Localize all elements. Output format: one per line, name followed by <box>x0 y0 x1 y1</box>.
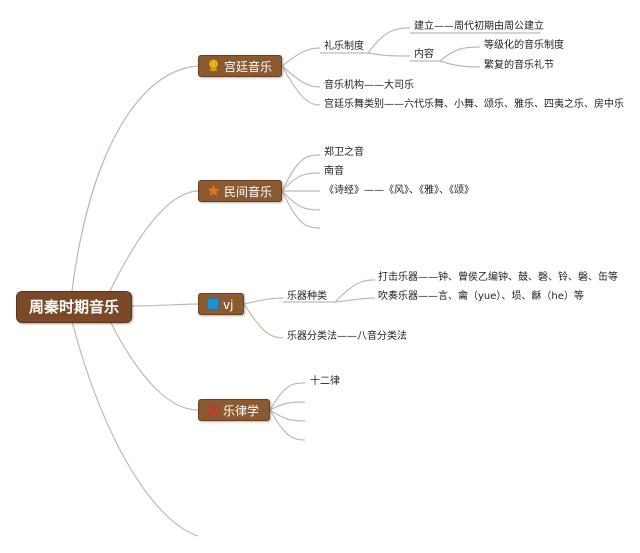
x-mark-icon <box>207 401 219 423</box>
link-lile-jianli <box>367 27 411 54</box>
node-lile-zhidu[interactable]: 礼乐制度 <box>324 41 364 52</box>
link-neirong-fanfu <box>439 60 481 68</box>
link-root-to-branch-2 <box>109 190 199 292</box>
node-yueqi-zhonglei[interactable]: 乐器种类 <box>287 291 327 302</box>
node-yinyue-jigou[interactable]: 音乐机构——大司乐 <box>324 80 414 91</box>
link-neirong-dengji <box>439 46 481 62</box>
branch-label: 乐律学 <box>223 404 260 418</box>
link-b2-2 <box>281 172 321 192</box>
branch-court-music[interactable]: 宫廷音乐 <box>198 55 282 77</box>
node-neirong[interactable]: 内容 <box>414 49 434 60</box>
link-b3-zhonglei <box>243 297 284 305</box>
node-chuizou-yueqi[interactable]: 吹奏乐器——言、龠（yue）、埙、龢（he）等 <box>378 291 584 302</box>
branch-label: vj <box>223 298 234 312</box>
node-dengji[interactable]: 等级化的音乐制度 <box>484 40 564 51</box>
node-fenlei-fa[interactable]: 乐器分类法——八音分类法 <box>287 331 407 342</box>
node-zhengwei[interactable]: 郑卫之音 <box>324 147 364 158</box>
link-zhonglei-chuizou <box>334 297 376 303</box>
link-b4-3 <box>269 409 306 422</box>
link-b4-1 <box>269 382 306 411</box>
root-topic[interactable]: 周秦时期音乐 <box>16 291 132 323</box>
link-b1-lile <box>281 47 321 67</box>
link-lile-neirong <box>367 52 411 57</box>
link-zhonglei-daji <box>334 279 376 303</box>
node-gongting-yuewu[interactable]: 宫廷乐舞类别——六代乐舞、小舞、颂乐、雅乐、四夷之乐、房中乐 <box>324 99 624 110</box>
node-fanfu[interactable]: 繁复的音乐礼节 <box>484 60 554 71</box>
link-root-to-branch-4 <box>109 320 199 411</box>
link-b1-jigou <box>281 65 321 88</box>
link-b4-4 <box>269 409 306 441</box>
star-icon <box>207 182 220 204</box>
node-jianli[interactable]: 建立——周代初期由周公建立 <box>414 21 544 32</box>
link-root-to-extra <box>71 320 199 537</box>
link-root-to-branch-3 <box>129 303 199 307</box>
branch-label: 民间音乐 <box>224 185 273 199</box>
link-b3-fenlei <box>243 303 284 339</box>
branch-folk-music[interactable]: 民间音乐 <box>198 180 282 202</box>
node-shijing[interactable]: 《诗经》——《风》、《雅》、《颂》 <box>324 185 474 196</box>
branch-music-theory[interactable]: 乐律学 <box>198 399 270 421</box>
link-b2-1 <box>281 154 321 192</box>
node-nanyin[interactable]: 南音 <box>324 166 344 177</box>
link-b4-2 <box>269 401 306 411</box>
blue-square-icon <box>207 295 219 317</box>
branch-instruments[interactable]: vj <box>198 293 244 315</box>
node-daji-yueqi[interactable]: 打击乐器——钟、曾侯乙编钟、鼓、磬、铃、磐、缶等 <box>378 272 618 283</box>
ribbon-medal-icon <box>207 57 220 79</box>
link-root-to-branch-1 <box>71 65 199 292</box>
node-shier-lv[interactable]: 十二律 <box>310 376 340 387</box>
branch-label: 宫廷音乐 <box>224 60 273 74</box>
link-b2-4 <box>281 190 321 211</box>
link-b2-5 <box>281 190 321 229</box>
link-b1-leiwu <box>281 65 321 106</box>
